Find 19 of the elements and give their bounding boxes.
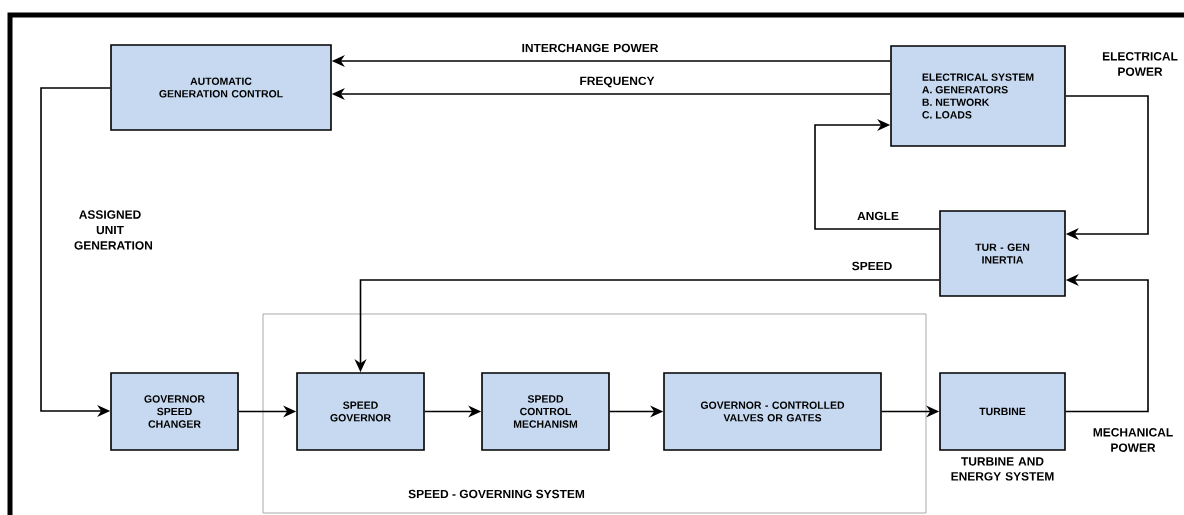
edge-label: ANGLE [857,211,899,221]
system-box: ELECTRICAL SYSTEM A. GENERATORS B. NETWORK C. LOADS [890,45,1066,147]
turbine-box: TURBINE [939,372,1066,451]
control-box: AUTOMATIC GENERATION CONTROL [110,44,332,131]
changer-box: GOVERNOR SPEED CHANGER [110,372,239,451]
arrow [814,118,940,230]
edge-label: ELECTRICAL POWER [1102,52,1178,76]
group-title: SPEED - GOVERNING SYSTEM [408,489,585,499]
mechanism-box: SPEDD CONTROL MECHANISM [481,372,610,451]
valves-box: GOVERNOR - CONTROLLED VALVES OR GATES [663,372,882,451]
node-caption: TURBINE AND ENERGY SYSTEM [951,457,1054,481]
edge-label: INTERCHANGE POWER [522,43,659,53]
governor-box: SPEED GOVERNOR [296,372,425,451]
edge-label: SPEED [852,261,892,271]
arrow [1065,95,1149,241]
edge-label: FREQUENCY [580,76,655,88]
edge-label: ASSIGNED UNIT GENERATION [74,210,153,250]
inertia-box: TUR - GEN INERTIA [939,210,1066,297]
edge-label: MECHANICAL POWER [1093,428,1173,452]
